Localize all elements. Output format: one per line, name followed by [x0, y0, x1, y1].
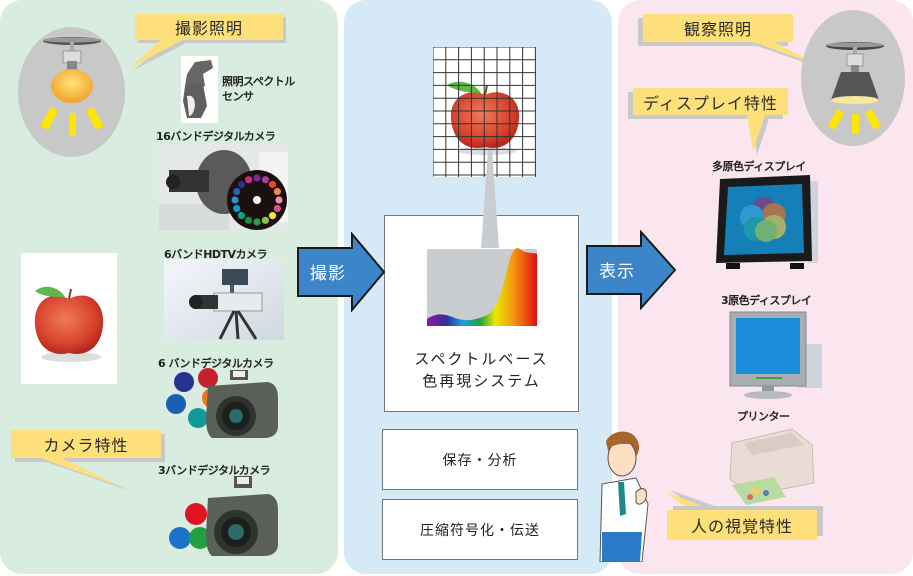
compression-transmission-box: 圧縮符号化・伝送: [382, 499, 578, 560]
band-dot: [185, 503, 207, 525]
system-title: スペクトルベース 色再現システム: [385, 348, 578, 392]
ceiling-spot-lamp-icon: [826, 42, 884, 134]
filter-dot: [237, 180, 246, 189]
printer-icon: [722, 423, 822, 505]
camera-16band-label: 16バンドデジタルカメラ: [156, 130, 276, 143]
filter-dot: [273, 187, 281, 196]
camera-3band-label: 3バンドデジタルカメラ: [158, 464, 271, 477]
filter-dot: [253, 218, 261, 226]
band-dot: [188, 408, 208, 428]
filter-dot: [244, 176, 253, 184]
printer-label: プリンター: [737, 410, 790, 423]
band-dot: [169, 527, 191, 549]
zoom-wedge: [481, 150, 499, 248]
capture-arrow: 撮影: [296, 231, 388, 316]
sensor-label-line1: 照明スペクトル: [222, 75, 295, 88]
multiprimary-display-label: 多原色ディスプレイ: [712, 160, 806, 173]
callout-text: ディスプレイ特性: [633, 88, 788, 115]
camera-3band-figure: [160, 474, 285, 564]
filter-dot: [275, 196, 283, 204]
system-title-line2: 色再現システム: [422, 372, 541, 390]
filter-wheel-camera-photo: [159, 144, 288, 230]
sensor-label-line2: センサ: [222, 90, 254, 103]
lcd-monitor-icon: [726, 308, 826, 400]
band-dot: [189, 527, 211, 549]
filter-dot: [253, 174, 261, 182]
camera-6band-figure: [160, 368, 285, 442]
filter-dot: [268, 180, 277, 189]
dslr-camera-icon: [206, 476, 278, 556]
spectral-sensor-photo: [181, 56, 218, 123]
band-dot: [198, 368, 218, 388]
camera-6band-label: 6 バンドデジタルカメラ: [158, 357, 274, 370]
system-title-line1: スペクトルベース: [414, 350, 549, 368]
filter-dot: [273, 204, 281, 213]
camera-hdtv-label: 6バンドHDTVカメラ: [164, 248, 268, 261]
filter-dot: [261, 176, 270, 184]
filter-dot: [261, 216, 270, 224]
capture-lamp-oval: [18, 27, 125, 157]
dslr-camera-icon: [206, 370, 278, 438]
filter-dot: [237, 211, 246, 220]
filter-dot: [233, 187, 241, 196]
apple-photo: [21, 253, 117, 384]
filter-dot: [233, 204, 241, 213]
capture-arrow-label: 撮影: [310, 264, 346, 284]
callout-text: 観察照明: [643, 14, 793, 42]
display-arrow-label: 表示: [599, 262, 635, 282]
filter-dot: [268, 211, 277, 220]
three-primary-display-label: 3原色ディスプレイ: [721, 294, 812, 307]
display-arrow: 表示: [585, 229, 677, 314]
callout-text: 撮影照明: [135, 14, 283, 40]
storage-analysis-box: 保存・分析: [382, 429, 578, 490]
viewing-lamp-oval: [801, 10, 905, 146]
hdtv-camera-photo: [164, 259, 284, 340]
ceiling-bulb-lamp-icon: [40, 37, 104, 136]
filter-dot: [231, 196, 239, 204]
callout-text: カメラ特性: [11, 430, 161, 458]
band-dot: [174, 372, 194, 392]
sensor-label: 照明スペクトル センサ: [222, 74, 295, 104]
plasma-display-icon: [712, 175, 822, 275]
person-thinking-icon: [596, 428, 658, 563]
filter-dot: [244, 216, 253, 224]
pixel-grid-apple: [432, 46, 536, 177]
band-dot: [166, 394, 186, 414]
spectrum-plot: [427, 248, 537, 326]
callout-text: 人の視覚特性: [667, 510, 817, 540]
